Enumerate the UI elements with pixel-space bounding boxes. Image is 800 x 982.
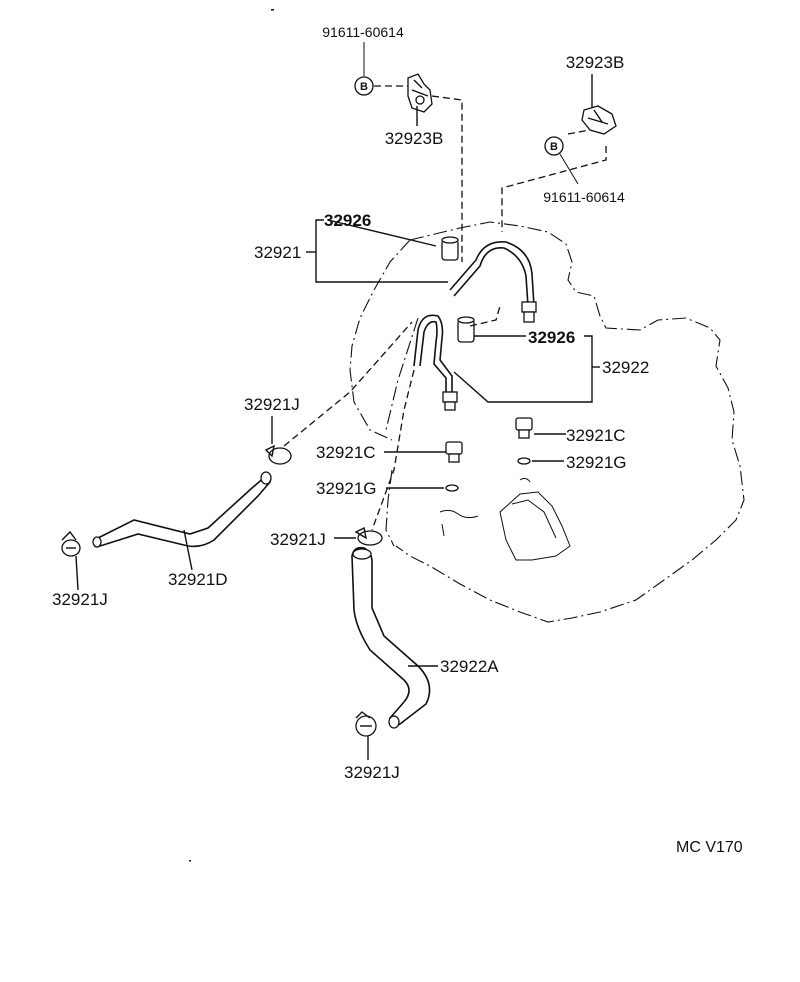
leader-hose-left (183, 529, 193, 571)
label-sleeve-upper: 32926 (324, 211, 371, 230)
dash-clamp-right-to-pipe (501, 146, 607, 232)
label-union-right: 32921C (566, 426, 626, 445)
label-gasket-left: 32921G (316, 479, 377, 498)
dash-lower-sleeve (469, 305, 501, 327)
clip-32921j-left (61, 530, 81, 557)
label-clip-bottom: 32921J (344, 763, 400, 782)
bolt-b-marker-right: B (550, 141, 558, 153)
clamp-32923b-right (581, 105, 617, 135)
dash-clamp-to-pipe (431, 95, 463, 262)
leader-clip-left (75, 555, 79, 591)
clamp-32923b-top (407, 73, 433, 113)
bracket-pipe-upper (315, 219, 448, 283)
sleeve-32926-lower (457, 316, 475, 343)
sleeve-32926-upper (441, 236, 459, 261)
bracket-pipe-lower (453, 335, 593, 403)
speck (271, 9, 274, 11)
hose-32922a (351, 546, 431, 729)
label-bolt-right: 91611-60614 (543, 189, 625, 205)
gasket-32921g-left (445, 484, 459, 492)
bolt-b-marker: B (360, 81, 368, 93)
label-gasket-right: 32921G (566, 453, 627, 472)
label-bolt-top: 91611-60614 (322, 24, 404, 40)
label-clip-center: 32921J (270, 530, 326, 549)
label-clamp-top: 32923B (385, 129, 444, 148)
label-sleeve-lower: 32926 (528, 328, 575, 347)
hose-32921d (92, 471, 272, 548)
dash-pipe-to-clip-center (371, 369, 415, 531)
speck (189, 860, 191, 862)
transmission-case-outline (349, 221, 745, 623)
clip-32921j-bottom (355, 711, 377, 737)
clip-32921j-center (354, 526, 383, 546)
dash-bolt-right-to-clamp (567, 129, 591, 135)
label-clamp-right: 32923B (566, 53, 625, 72)
union-32921c-right (515, 417, 533, 439)
reference-code: MC V170 (676, 839, 743, 856)
label-pipe-lower: 32922 (602, 358, 649, 377)
label-hose-left: 32921D (168, 570, 228, 589)
bolt-91611-right: B (544, 136, 564, 156)
label-clip-left: 32921J (52, 590, 108, 609)
label-pipe-upper: 32921 (254, 243, 301, 262)
pipe-32921 (449, 241, 537, 323)
label-hose-lower: 32922A (440, 657, 499, 676)
label-union-left: 32921C (316, 443, 376, 462)
union-32921c-left (445, 441, 463, 463)
clip-32921j-mid (264, 444, 292, 465)
gasket-32921g-right (517, 457, 531, 465)
label-clip-mid: 32921J (244, 395, 300, 414)
dash-clip-to-pipe-upper (283, 321, 413, 447)
pipe-32922 (413, 314, 458, 411)
leader-bolt-right (559, 153, 579, 185)
leader-sleeve-upper (327, 219, 437, 247)
bolt-91611-top: B (354, 76, 374, 96)
